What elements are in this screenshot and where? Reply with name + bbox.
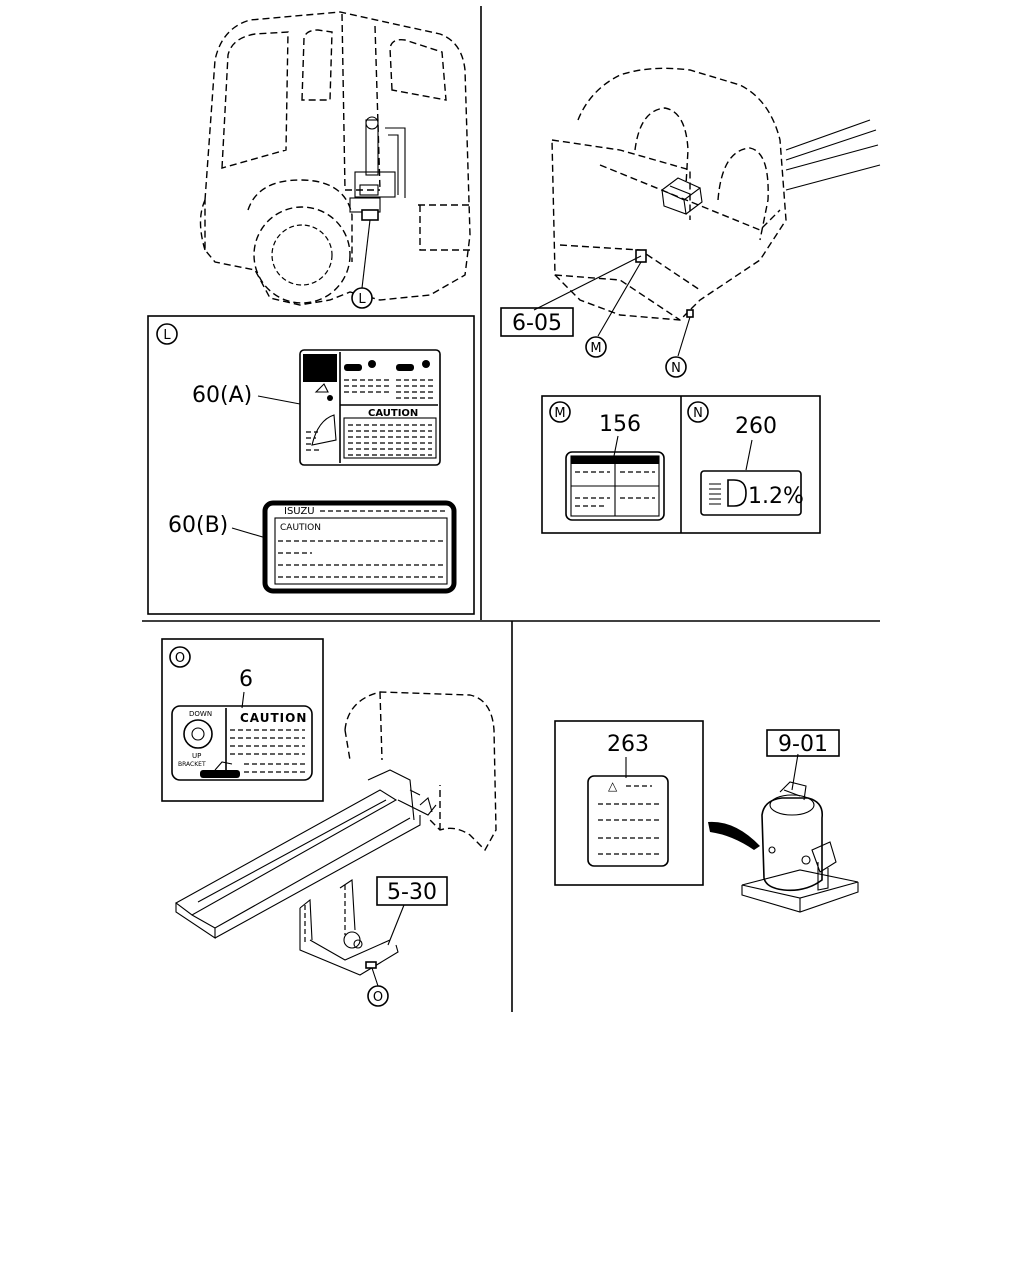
section-ref-6-05: 6-05 [512,311,562,336]
detail-mn-box: M N 156 260 1.2% [541,395,821,534]
panel-dividers [142,6,880,1012]
part-260-label: 260 [735,414,777,439]
bottle-jack-view: 9-01 [708,729,859,913]
label-263: △ [587,775,669,867]
label-60b: ISUZU CAUTION [262,500,457,594]
section-ref-5-30: 5-30 [387,880,437,905]
callout-l-detail: L [163,328,171,343]
part-60b-label: 60(B) [168,513,228,538]
detail-o-box: O 6 CAUTION DOWN UP BRACKET [161,638,324,802]
callout-o-frame: O [373,990,383,1005]
label-60a: CAUTION [299,349,441,466]
label-6-bracket: BRACKET [178,761,206,768]
detail-l-box: L 60(A) CAUTION 60(B) ISUZU [147,315,475,615]
label-6: CAUTION DOWN UP BRACKET [171,705,313,781]
part-263-label: 263 [607,732,649,757]
label-60b-brand: ISUZU [284,506,315,517]
label-6-down: DOWN [189,710,212,718]
label-6-caution: CAUTION [240,711,307,725]
part-60a-label: 60(A) [192,383,252,408]
label-156 [565,451,665,521]
label-260: 1.2% [700,470,804,516]
truck-cab-side-view: L [199,11,471,309]
callout-n-cab: N [671,361,681,376]
cab-tilted-view: M N 6-05 [500,67,881,378]
label-260-value: 1.2% [748,484,804,509]
callout-n-detail: N [693,406,703,421]
callout-l-truck: L [358,292,366,307]
callout-o-detail: O [175,651,185,666]
detail-263-box: 263 △ [554,720,704,886]
label-6-up: UP [192,752,201,760]
label-60a-caution: CAUTION [368,408,418,419]
part-6-label: 6 [239,667,253,692]
section-ref-9-01: 9-01 [778,732,828,757]
part-156-label: 156 [599,412,641,437]
chassis-frame-view: O 5-30 [174,691,497,1007]
label-263-warning-icon: △ [608,779,618,793]
label-60b-caution: CAUTION [280,523,321,533]
callout-m-cab: M [590,341,601,356]
callout-m-detail: M [554,406,565,421]
